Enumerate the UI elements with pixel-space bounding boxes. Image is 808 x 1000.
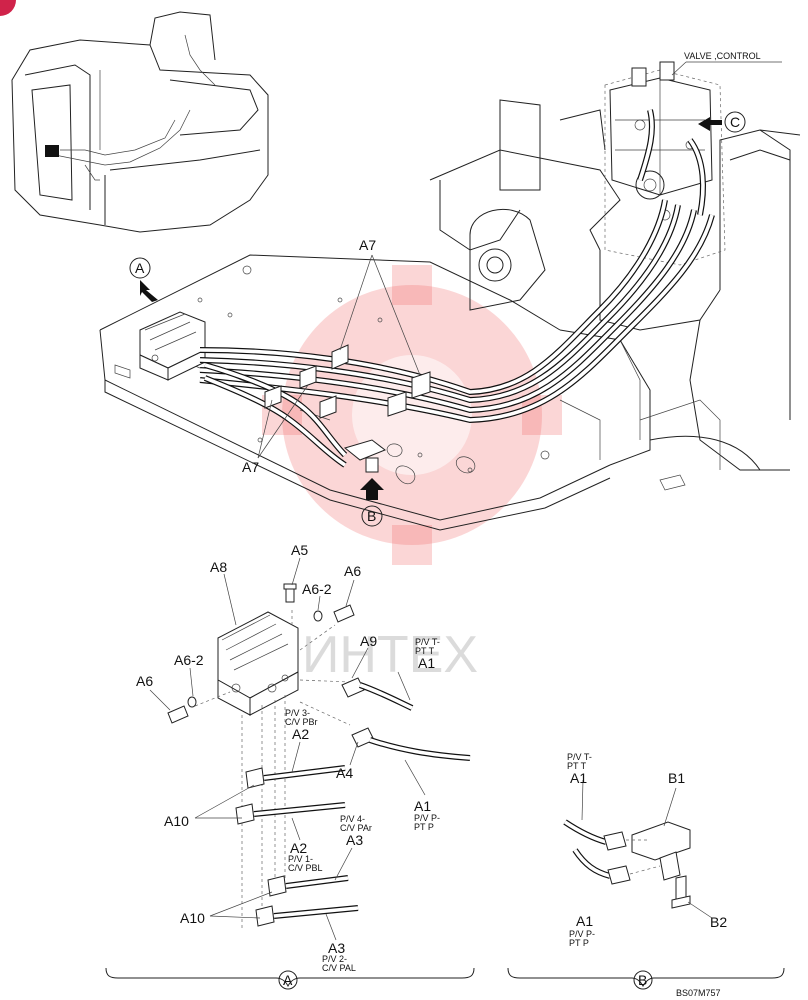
callout-a6-2-left: A6-2 [174, 652, 204, 668]
figure-code: BS07M757 [676, 988, 721, 998]
detail-b-leaders [581, 779, 713, 919]
note-b-pv-t-line1: P/V T- [567, 752, 592, 762]
valve-control-leader [671, 61, 687, 76]
callout-b-a1-bottom: A1 [576, 913, 593, 929]
callout-a7-top: A7 [359, 237, 376, 253]
callout-a2-top: A2 [292, 726, 309, 742]
note-pv4-line1: P/V 4- [340, 814, 365, 824]
view-b-letter: B [367, 508, 376, 524]
note-pv2-line2: C/V PAL [322, 963, 356, 973]
clamp-a7-4 [264, 385, 282, 409]
callout-a10-top: A10 [164, 813, 189, 829]
fitting-a6-left [167, 705, 189, 724]
hose-bundle [199, 109, 715, 468]
note-pv1-line2: C/V PBL [288, 863, 323, 873]
callout-a8: A8 [210, 559, 227, 575]
callout-a6-2-top: A6-2 [302, 581, 332, 597]
hose-a3-top [267, 875, 349, 897]
callout-b-a1-top: A1 [570, 770, 587, 786]
b-hose-a1-bottom [572, 848, 631, 885]
clamp-a7-6 [387, 391, 407, 417]
callout-a1-top: A1 [418, 655, 435, 671]
note-pv-p-line2: PT P [414, 822, 434, 832]
note-pv4-line2: C/V PAr [340, 823, 372, 833]
pressure-transmitter-detail [631, 821, 691, 909]
note-pv-t-line2: PT T [415, 646, 435, 656]
callout-a9: A9 [360, 633, 377, 649]
excavator-overview [11, 11, 269, 233]
callout-b2: B2 [710, 914, 727, 930]
note-b-pv-p-line2: PT P [569, 938, 589, 948]
a7-leaders [257, 254, 421, 459]
detail-a-leaders [149, 557, 426, 941]
hose-a1-mid [351, 727, 471, 761]
oring-a6-2-top [313, 610, 323, 622]
callout-a3-bottom: A3 [328, 940, 345, 956]
view-a-indicator [129, 257, 158, 302]
section-a-letter: A [283, 972, 293, 988]
note-pv-t-line1: P/V T- [415, 637, 440, 647]
view-c-indicator [698, 111, 746, 133]
clamp-a7-2 [411, 371, 431, 399]
clamp-a7-1 [331, 344, 349, 370]
note-pv3-line2: C/V PBr [285, 717, 318, 727]
section-b-bracket [507, 967, 785, 990]
callout-a6-left: A6 [136, 673, 153, 689]
callout-a3-top: A3 [346, 832, 363, 848]
note-b-pv-p-line1: P/V P- [569, 929, 595, 939]
callout-a4: A4 [336, 765, 353, 781]
pressure-sensor-main [343, 439, 387, 473]
oring-a6-2-left [187, 696, 197, 708]
hose-a2-top [245, 765, 346, 789]
callout-a1-mid: A1 [414, 798, 431, 814]
callout-a5: A5 [291, 542, 308, 558]
pilot-valve-block-main [139, 311, 206, 381]
fitting-a6-top [333, 604, 355, 623]
bolt-a5 [283, 583, 297, 603]
callout-a2-bottom: A2 [290, 840, 307, 856]
control-valve [604, 61, 726, 266]
clamp-a7-5 [319, 395, 337, 419]
callout-b1: B1 [668, 770, 685, 786]
view-b-indicator [360, 478, 384, 527]
section-b-letter: B [638, 972, 647, 988]
section-a-bracket [105, 967, 475, 990]
note-pv-p-line1: P/V P- [414, 813, 440, 823]
callout-a6-top: A6 [344, 563, 361, 579]
clamp-a7-3 [299, 365, 317, 389]
hose-a1-top [341, 677, 414, 711]
b-hose-a1-top [563, 819, 627, 851]
note-pv3-line1: P/V 3- [285, 708, 310, 718]
watermark-text: ИНТЕХ [302, 626, 478, 684]
note-pv1-line1: P/V 1- [288, 854, 313, 864]
hose-a2-bottom [235, 802, 346, 825]
view-a-letter: A [135, 260, 145, 276]
callout-a7-bottom: A7 [242, 459, 259, 475]
note-pv2-line1: P/V 2- [322, 954, 347, 964]
hose-a3-bottom [255, 905, 359, 927]
note-b-pv-t-line2: PT T [567, 761, 587, 771]
view-c-letter: C [730, 114, 740, 130]
callout-a10-bottom: A10 [180, 910, 205, 926]
corner-marker [0, 0, 16, 16]
valve-control-label: VALVE ,CONTROL [684, 51, 761, 61]
pilot-valve-detail [194, 610, 351, 930]
